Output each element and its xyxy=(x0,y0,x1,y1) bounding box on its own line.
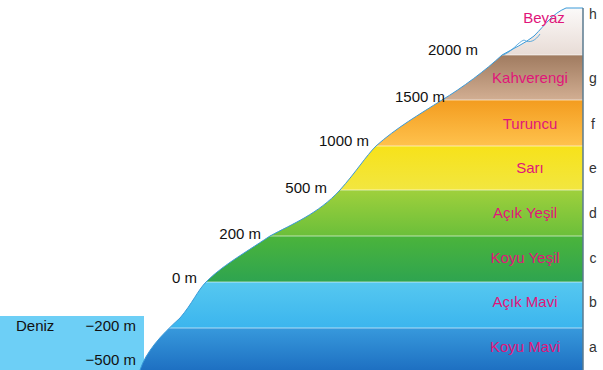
band-name: Koyu Yeşil xyxy=(490,249,559,267)
elevation-label: Deniz xyxy=(16,317,54,335)
elevation-label: 200 m xyxy=(219,225,261,243)
band-letter: e xyxy=(589,159,597,177)
elevation-band: Kahverengi xyxy=(492,69,568,87)
elevation-band: Koyu Yeşil xyxy=(490,249,559,267)
mountain-outline xyxy=(140,8,583,370)
elevation-band: Açık Yeşil xyxy=(493,204,557,222)
band-name: Açık Mavi xyxy=(492,293,557,311)
band-name: Beyaz xyxy=(523,9,565,27)
elevation-label: 1000 m xyxy=(319,132,369,150)
elevation-label: 500 m xyxy=(285,179,327,197)
band-name: Turuncu xyxy=(503,115,557,133)
elevation-band: Koyu Mavi xyxy=(490,338,560,356)
band-letter: h xyxy=(589,5,597,23)
elevation-label: −500 m xyxy=(86,351,136,369)
elevation-label: −200 m xyxy=(86,317,136,335)
band-letter: f xyxy=(591,115,595,133)
elevation-label: 0 m xyxy=(172,269,197,287)
band-letter: g xyxy=(589,69,597,87)
elevation-band: Açık Mavi xyxy=(492,293,557,311)
elevation-band: Beyaz xyxy=(523,9,565,27)
elevation-band: Sarı xyxy=(516,159,544,177)
band-letter: a xyxy=(589,338,597,356)
elevation-label: 2000 m xyxy=(428,41,478,59)
band-name: Açık Yeşil xyxy=(493,204,557,222)
band-letter: b xyxy=(589,293,597,311)
elevation-band: Turuncu xyxy=(503,115,557,133)
band-name: Kahverengi xyxy=(492,69,568,87)
band-name: Koyu Mavi xyxy=(490,338,560,356)
band-name: Sarı xyxy=(516,159,544,177)
band-letter: d xyxy=(589,204,597,222)
sea xyxy=(0,316,144,370)
band-letter: c xyxy=(590,249,597,267)
elevation-label: 1500 m xyxy=(395,88,445,106)
